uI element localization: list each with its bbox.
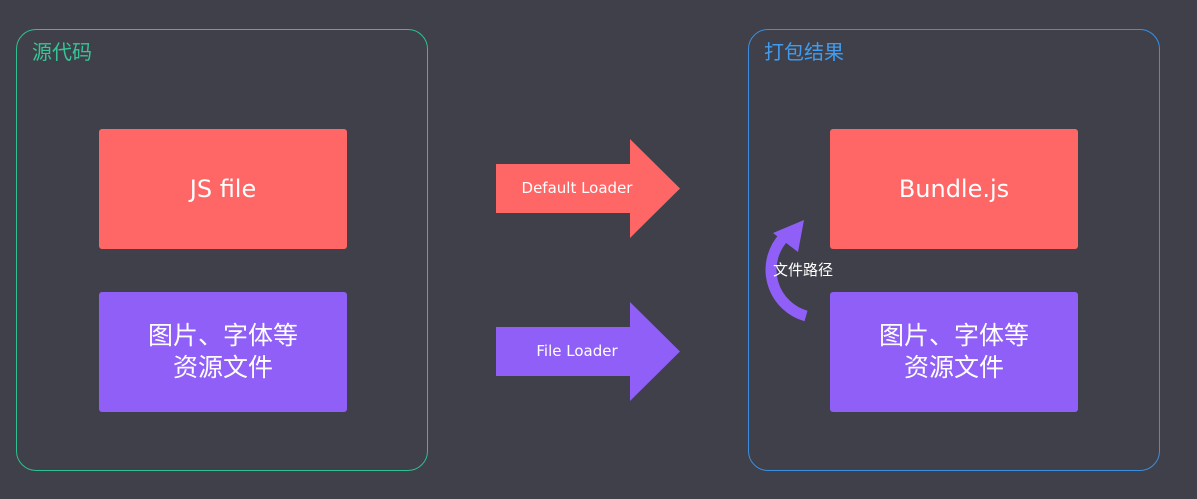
default-loader-label: Default Loader: [521, 179, 633, 197]
file-loader-arrow: [496, 302, 680, 401]
js-file-box: JS file: [99, 129, 347, 249]
source-assets-label-line2: 资源文件: [172, 353, 273, 382]
bundle-js-box: Bundle.js: [830, 129, 1078, 249]
bundle-result-title: 打包结果: [764, 40, 844, 64]
default-loader-arrow-shape: [496, 139, 680, 238]
source-code-title: 源代码: [32, 40, 92, 64]
file-path-arc: [765, 233, 808, 322]
source-assets-label-line1: 图片、字体等: [147, 321, 298, 350]
file-path-arrowhead: [773, 220, 804, 252]
file-loader-label: File Loader: [536, 342, 618, 360]
bundle-result-panel: 打包结果: [748, 29, 1160, 471]
js-file-label: JS file: [189, 175, 257, 203]
source-assets-box: 图片、字体等 资源文件: [99, 292, 347, 412]
output-assets-label-line2: 资源文件: [903, 353, 1004, 382]
output-assets-label-line1: 图片、字体等: [878, 321, 1029, 350]
source-code-panel: 源代码: [16, 29, 428, 471]
bundle-js-label: Bundle.js: [898, 175, 1010, 203]
default-loader-arrow: [496, 139, 680, 238]
file-loader-arrow-shape: [496, 302, 680, 401]
file-path-curved-arrow: [765, 220, 808, 322]
file-path-label: 文件路径: [773, 261, 834, 279]
output-assets-box: 图片、字体等 资源文件: [830, 292, 1078, 412]
